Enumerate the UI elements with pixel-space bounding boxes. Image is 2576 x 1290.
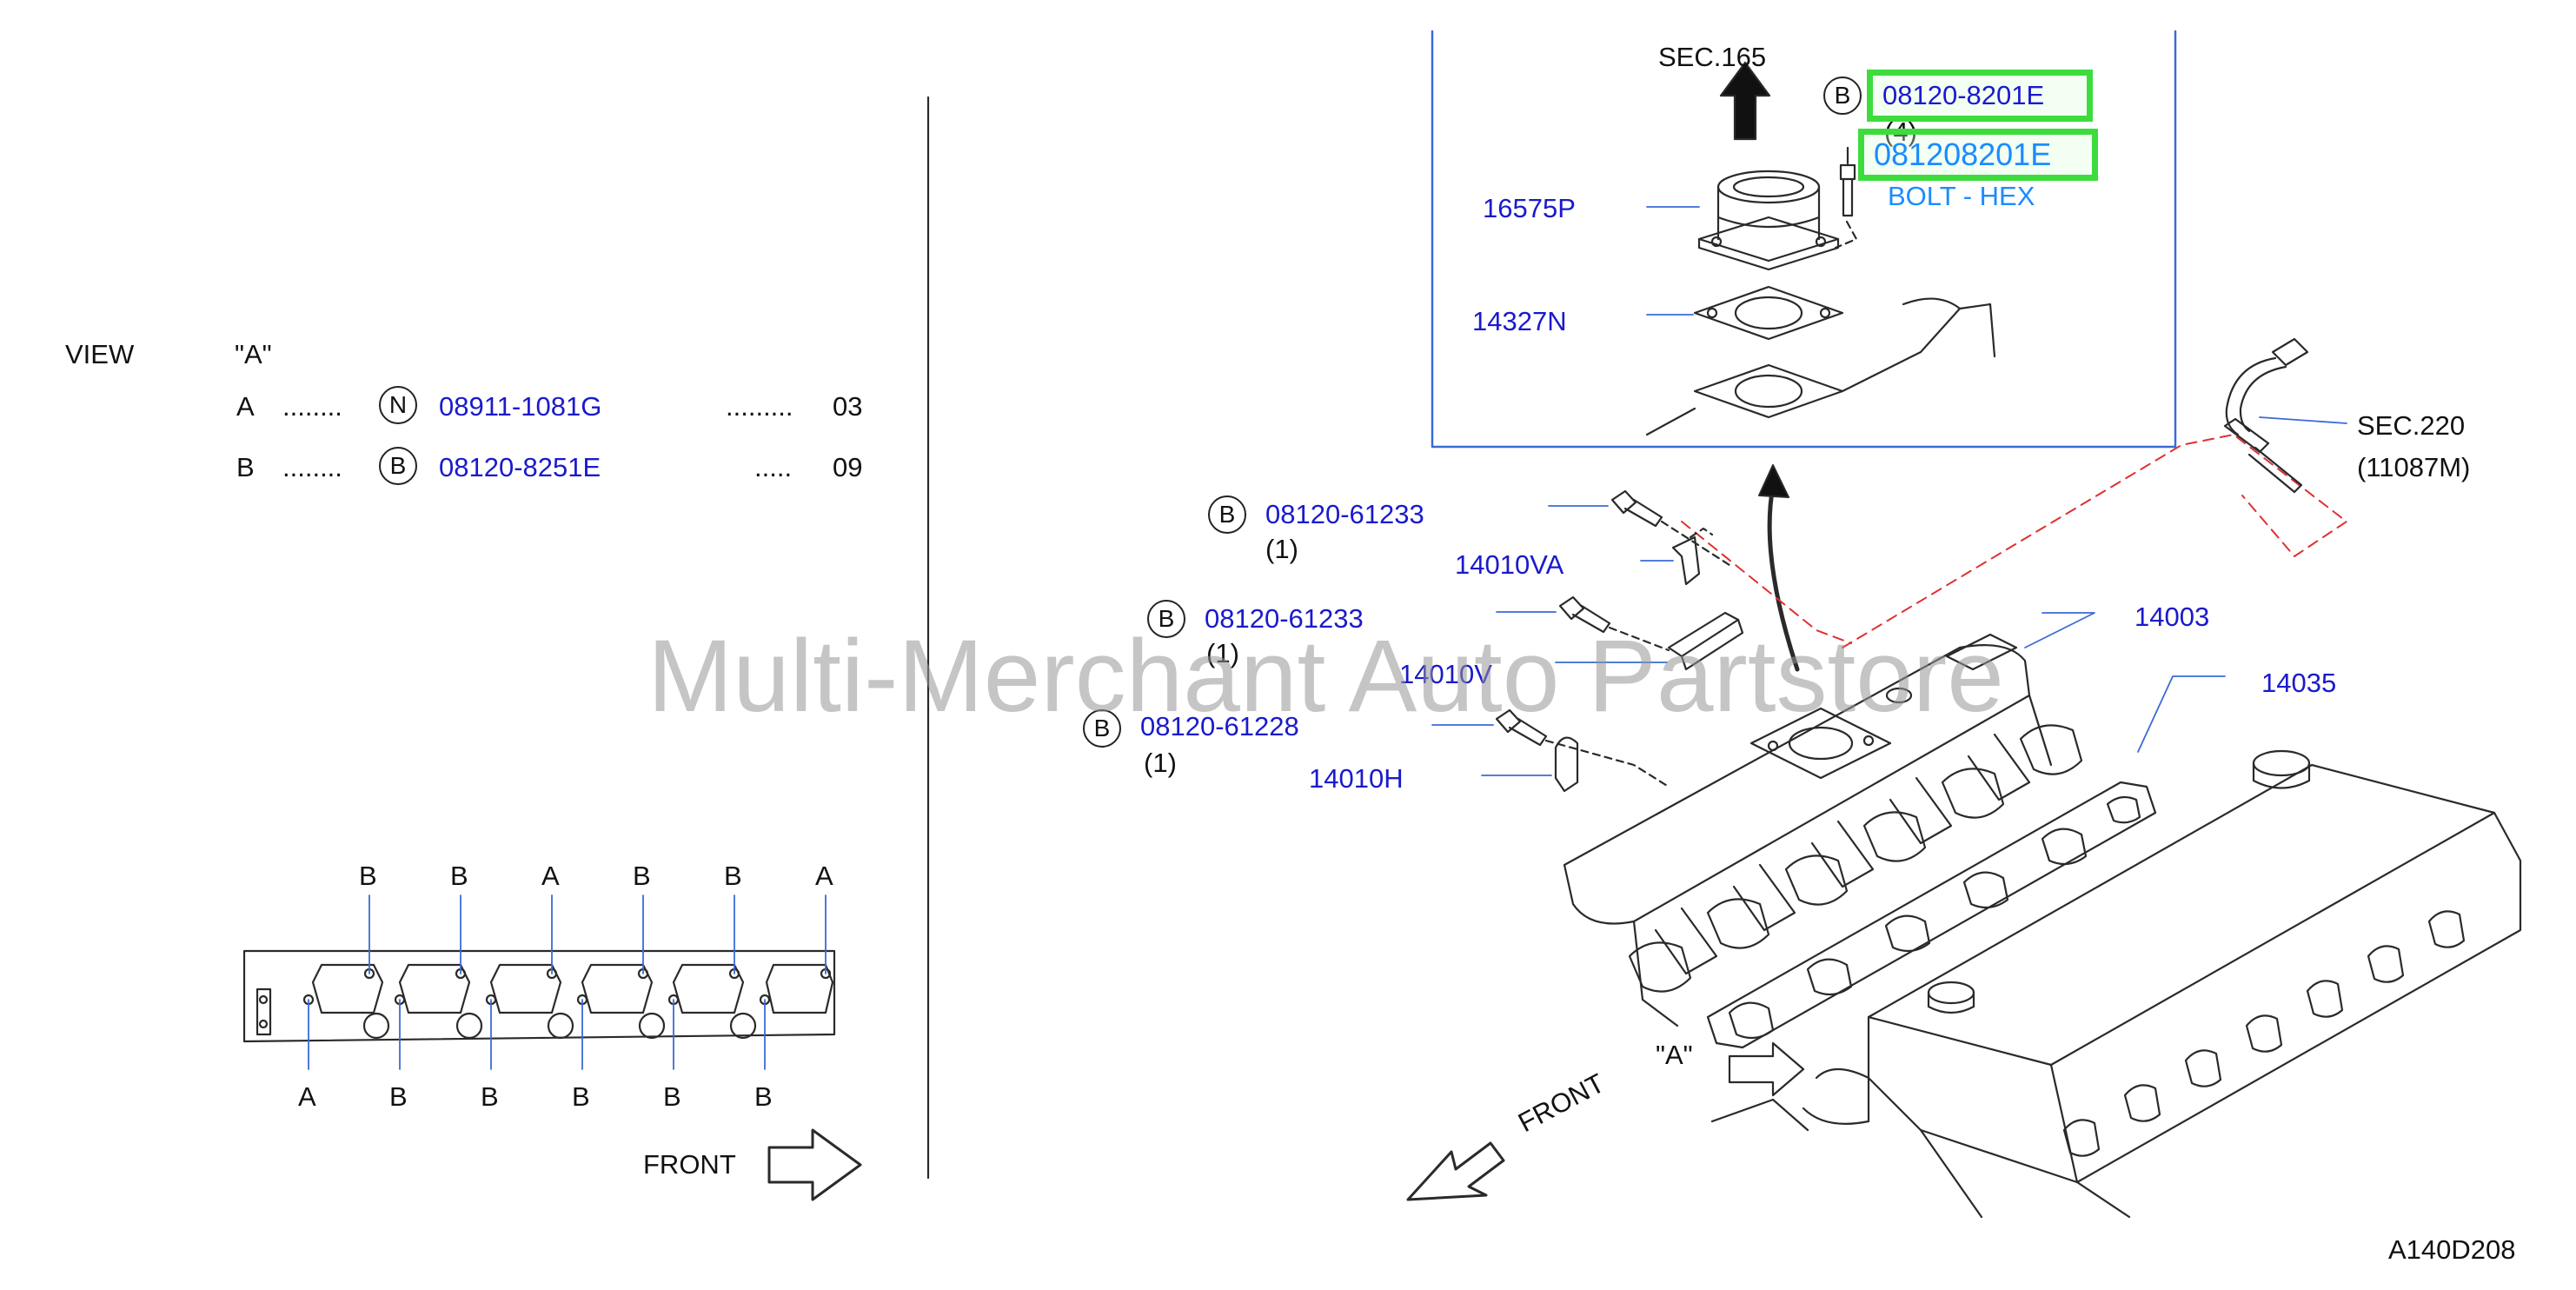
sensor-part-label: (11087M) [2357,452,2471,482]
inset-bolt [1839,146,1856,217]
legend-letter-b: B [236,452,255,482]
gasket-top-label: B [359,861,377,891]
up-arrow-icon [1719,61,1771,141]
gasket-bottom-label: B [663,1081,681,1112]
gasket-top-label: B [450,861,468,891]
gasket-top-label: A [815,861,833,891]
temperature-sensor [2223,337,2347,494]
part-14003-link[interactable]: 14003 [2134,602,2210,632]
symbol-b: B [1158,605,1175,632]
part-14010v-link[interactable]: 14010V [1399,659,1492,689]
legend-dots-b: ........ [282,452,342,482]
elbow-16575p [1697,170,1840,271]
view-title: VIEW [65,339,135,369]
part-14010va-link[interactable]: 14010VA [1455,549,1564,580]
bolt2-part-link[interactable]: 08120-61233 [1205,603,1364,634]
gasket-top-label: B [724,861,742,891]
callout-leaders [1431,505,2226,776]
legend-dots2-b: ..... [754,452,793,482]
bracket-14010va [1671,535,1701,586]
gasket-14327n [1693,285,1844,341]
part-14327n-link[interactable]: 14327N [1472,306,1567,336]
part-14010h-link[interactable]: 14010H [1309,763,1404,794]
inset-frame [1431,30,2177,449]
bolt2-qty: (1) [1206,638,1239,668]
bolt-middle [1558,595,1611,634]
highlighted-alt-part-box[interactable] [1858,129,2098,181]
gasket-leaders [308,894,827,1070]
legend-qty-b: 09 [833,452,863,482]
bolt1-part-link[interactable]: 08120-61233 [1265,499,1424,529]
legend-dots2-a: ......... [726,391,793,422]
front-arrow-icon [767,1128,862,1201]
sec-220-label: SEC.220 [2357,410,2466,441]
part-14035-link[interactable]: 14035 [2261,668,2337,698]
legend-part-a-link[interactable]: 08911-1081G [439,391,602,422]
symbol-b: B [1834,82,1851,109]
inset-manifold-outline [1645,297,1996,436]
gasket-view-drawing [242,949,836,1043]
legend-letter-a: A [236,391,255,422]
symbol-n: N [388,391,408,418]
clip-14010h [1554,736,1579,793]
sec-165-label: SEC.165 [1658,42,1767,72]
inset-bolt-desc: BOLT - HEX [1888,181,2035,211]
bolt-upper [1610,489,1663,528]
b-symbol-icon: B [1147,600,1185,638]
diagram-code: A140D208 [2388,1234,2516,1265]
gasket-bottom-label: B [481,1081,499,1112]
gasket-14035 [1706,781,2157,1049]
part-16575p-link[interactable]: 16575P [1483,193,1576,223]
bolt3-qty: (1) [1144,748,1177,778]
intake-manifold-14003 [1563,633,2083,1027]
symbol-b: B [389,452,407,479]
view-ref: "A" [235,339,272,369]
gasket-bottom-label: B [389,1081,408,1112]
symbol-b: B [1093,715,1111,741]
inset-bolt-part-link[interactable]: 08120-8201E [1882,80,2045,110]
cylinder-head [1710,749,2522,1219]
gasket-bottom-label: B [754,1081,773,1112]
highlighted-part-box[interactable] [1867,70,2093,122]
view-a-label: "A" [1656,1040,1693,1070]
bracket-14010v [1667,611,1740,658]
view-a-arrow-icon [1728,1041,1805,1097]
bolt3-part-link[interactable]: 08120-61228 [1140,711,1299,741]
legend-dots-a: ........ [282,391,342,422]
bolt1-qty: (1) [1265,534,1298,564]
b-symbol-icon: B [1083,709,1121,748]
b-symbol-icon: B [379,447,417,485]
n-symbol-icon: N [379,386,417,424]
inset-leaders [1646,206,1700,316]
front-label: FRONT [643,1149,736,1180]
inset-bolt-alt-link[interactable]: 081208201E [1874,136,2052,172]
gasket-top-label: A [541,861,560,891]
legend-part-b-link[interactable]: 08120-8251E [439,452,601,482]
bolt-lower [1495,708,1548,747]
gasket-bottom-label: B [572,1081,590,1112]
gasket-top-label: B [633,861,651,891]
b-symbol-icon: B [1208,495,1246,534]
legend-qty-a: 03 [833,391,863,422]
front-arrow-engine-icon [1406,1141,1505,1201]
gasket-bottom-label: A [298,1081,316,1112]
symbol-b: B [1218,501,1236,528]
b-symbol-icon: B [1823,76,1862,115]
